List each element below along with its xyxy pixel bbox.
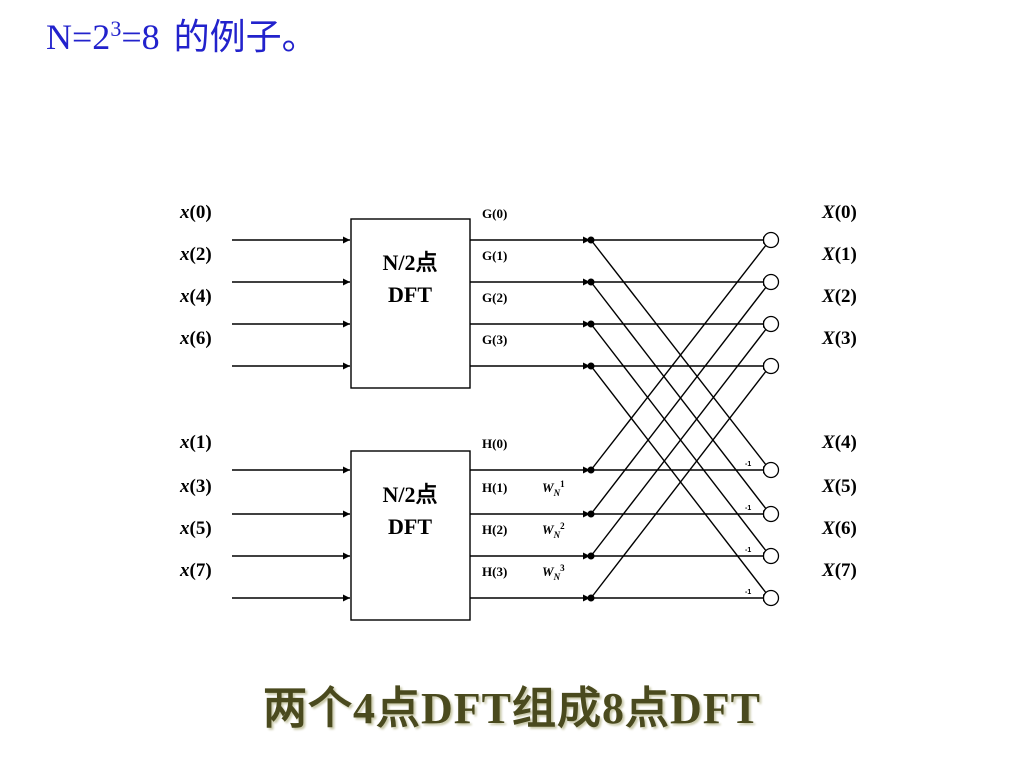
split-dot-6 bbox=[587, 552, 595, 560]
output-label-2: X(2) bbox=[821, 286, 857, 307]
h-label-2: H(2) bbox=[482, 522, 507, 537]
minus-one-mark-0: -1 bbox=[745, 461, 751, 468]
title-chinese: 的例子。 bbox=[173, 17, 318, 57]
output-node-0 bbox=[762, 231, 780, 249]
input-label-top-0: x(0) bbox=[179, 202, 212, 223]
dft-block-top-line2: DFT bbox=[388, 282, 432, 307]
g-label-0: G(0) bbox=[482, 206, 507, 221]
g-label-3: G(3) bbox=[482, 332, 507, 347]
butterfly-cross-4 bbox=[590, 239, 771, 471]
minus-one-mark-2: -1 bbox=[745, 547, 751, 554]
dft-block-bottom-line2: DFT bbox=[388, 514, 432, 539]
split-dot-0 bbox=[587, 236, 595, 244]
butterfly-cross-5 bbox=[590, 281, 771, 515]
title-suffix: =8 bbox=[121, 17, 160, 57]
output-node-7 bbox=[762, 589, 780, 607]
output-label-5: X(5) bbox=[821, 476, 857, 497]
output-node-4 bbox=[762, 461, 780, 479]
signal-nodes bbox=[587, 231, 780, 607]
minus-one-mark-3: -1 bbox=[745, 589, 751, 596]
output-label-4: X(4) bbox=[821, 432, 857, 453]
output-node-3 bbox=[762, 357, 780, 375]
minus-one-mark-1: -1 bbox=[745, 505, 751, 512]
title-exponent: 3 bbox=[110, 16, 122, 41]
split-dot-7 bbox=[587, 594, 595, 602]
split-dot-2 bbox=[587, 320, 595, 328]
split-dot-1 bbox=[587, 278, 595, 286]
title-prefix: N=2 bbox=[46, 17, 111, 57]
signal-lines bbox=[232, 218, 771, 621]
h-label-0: H(0) bbox=[482, 436, 507, 451]
split-dot-4 bbox=[587, 466, 595, 474]
dft-block-top-line1: N/2点 bbox=[382, 250, 437, 275]
twiddle-factor-1: WN1 bbox=[542, 479, 565, 498]
g-label-1: G(1) bbox=[482, 248, 507, 263]
split-dot-5 bbox=[587, 510, 595, 518]
dft-block-bottom-line1: N/2点 bbox=[382, 482, 437, 507]
split-dot-3 bbox=[587, 362, 595, 370]
input-label-bottom-0: x(1) bbox=[179, 432, 212, 453]
input-label-bottom-2: x(5) bbox=[179, 518, 212, 539]
input-label-top-3: x(6) bbox=[179, 328, 212, 349]
page-title: N=23=8 的例子。 bbox=[46, 8, 318, 60]
output-label-0: X(0) bbox=[821, 202, 857, 223]
butterfly-cross-6 bbox=[590, 323, 771, 557]
output-node-1 bbox=[762, 273, 780, 291]
caption: 两个4点DFT组成8点DFT bbox=[263, 684, 761, 733]
h-label-3: H(3) bbox=[482, 564, 507, 579]
twiddle-factor-3: WN3 bbox=[542, 563, 565, 582]
output-node-5 bbox=[762, 505, 780, 523]
dft-block-bottom bbox=[350, 450, 471, 621]
output-label-7: X(7) bbox=[821, 560, 857, 581]
input-label-bottom-1: x(3) bbox=[179, 476, 212, 497]
h-label-1: H(1) bbox=[482, 480, 507, 495]
output-label-3: X(3) bbox=[821, 328, 857, 349]
output-node-2 bbox=[762, 315, 780, 333]
input-label-top-2: x(4) bbox=[179, 286, 212, 307]
input-label-bottom-3: x(7) bbox=[179, 560, 212, 581]
g-label-2: G(2) bbox=[482, 290, 507, 305]
dft-block-top bbox=[350, 218, 471, 389]
butterfly-cross-7 bbox=[590, 365, 771, 599]
twiddle-factor-2: WN2 bbox=[542, 521, 565, 540]
output-label-1: X(1) bbox=[821, 244, 857, 265]
output-node-6 bbox=[762, 547, 780, 565]
input-label-top-1: x(2) bbox=[179, 244, 212, 265]
output-label-6: X(6) bbox=[821, 518, 857, 539]
diagram-labels: x(0) x(2) x(4) x(6) x(1) x(3) x(5) x(7) N/2点 DFT N… bbox=[179, 202, 857, 596]
